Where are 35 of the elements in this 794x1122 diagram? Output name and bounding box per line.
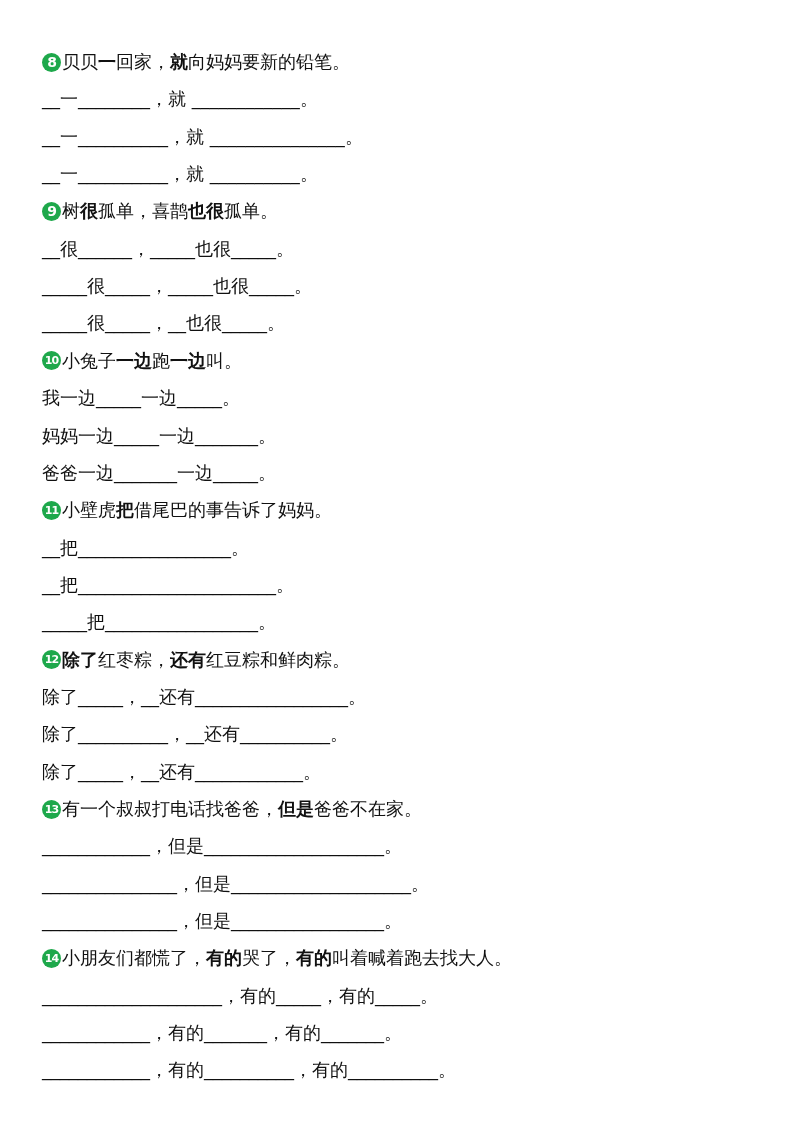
fill-in-sentence: 爸爸一边_______一边_____。 (42, 460, 276, 485)
fill-in-sentence: __很______，_____也很_____。 (42, 236, 294, 261)
fill-in-sentence: ____________________，有的_____，有的_____。 (42, 983, 438, 1008)
fill-in-sentence: _____很_____，_____也很_____。 (42, 274, 312, 299)
fill-in-sentence: 除了__________，__还有__________。 (42, 722, 348, 747)
fill-in-sentence: _____把_________________。 (42, 610, 276, 635)
fill-in-sentence: _____很_____，__也很_____。 (42, 311, 285, 336)
question-number: 10 (42, 351, 61, 371)
fill-in-sentence: _______________，但是____________________。 (42, 871, 429, 896)
fill-in-sentence: 我一边_____一边_____。 (42, 386, 240, 411)
fill-in-sentence: __把______________________。 (42, 572, 294, 597)
example-sentence: 除了红枣粽，还有红豆粽和鲜肉粽。 (62, 647, 350, 672)
example-sentence: 小朋友们都慌了，有的哭了，有的叫着喊着跑去找大人。 (62, 946, 512, 971)
fill-in-sentence: 除了_____，__还有____________。 (42, 759, 321, 784)
example-sentence: 树很孤单，喜鹊也很孤单。 (62, 199, 278, 224)
fill-in-sentence: ____________，有的_______，有的_______。 (42, 1021, 402, 1046)
fill-in-sentence: 妈妈一边_____一边_______。 (42, 423, 276, 448)
question-number: 11 (42, 500, 61, 520)
question-number: 13 (42, 799, 61, 819)
question-number: 14 (42, 948, 61, 968)
fill-in-sentence: _______________，但是_________________。 (42, 909, 402, 934)
question-number: 9 (42, 201, 61, 221)
fill-in-sentence: ____________，但是____________________。 (42, 834, 402, 859)
fill-in-sentence: __一__________，就 _______________。 (42, 124, 363, 149)
example-sentence: 贝贝一回家，就向妈妈要新的铅笔。 (62, 50, 350, 74)
example-sentence: 小兔子一边跑一边叫。 (62, 348, 242, 373)
example-sentence: 有一个叔叔打电话找爸爸，但是爸爸不在家。 (62, 797, 422, 821)
example-sentence: 小壁虎把借尾巴的事告诉了妈妈。 (62, 498, 332, 523)
question-number: 8 (42, 52, 61, 72)
fill-in-sentence: __一__________，就 __________。 (42, 162, 318, 187)
fill-in-sentence: 除了_____，__还有_________________。 (42, 684, 366, 709)
fill-in-sentence: ____________，有的__________，有的__________。 (42, 1058, 456, 1083)
fill-in-sentence: __一________，就 ____________。 (42, 87, 318, 112)
fill-in-sentence: __把_________________。 (42, 535, 249, 560)
question-number: 12 (42, 650, 61, 670)
